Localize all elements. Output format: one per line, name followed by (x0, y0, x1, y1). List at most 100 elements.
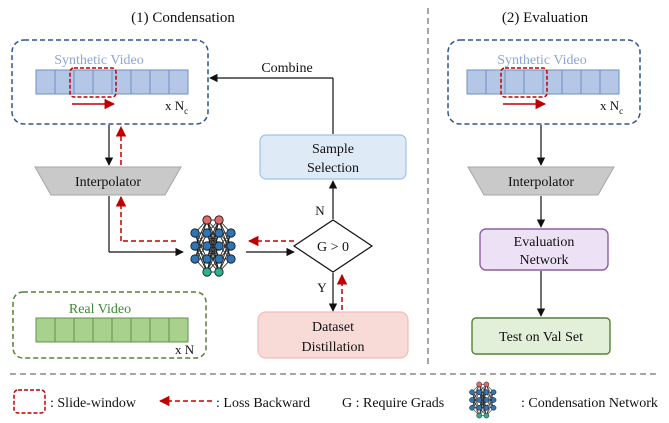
network-edge (206, 219, 220, 247)
network-node (469, 405, 475, 411)
eval-synthetic-multiplier: x Nc (600, 98, 623, 116)
real-frames (35, 317, 189, 343)
network-node (202, 241, 212, 251)
network-node (190, 241, 200, 251)
network-node (483, 381, 490, 388)
video-frame (485, 69, 506, 95)
network-edge (194, 232, 208, 260)
sample-selection-box: Sample Selection (259, 134, 407, 180)
network-node (476, 405, 482, 411)
video-frame (561, 69, 582, 95)
evaluation-network-line2: Network (520, 253, 569, 268)
network-node (202, 228, 212, 238)
real-video-box: Real Video x N (12, 291, 207, 359)
video-frame (92, 317, 113, 343)
network-edge (218, 232, 232, 273)
video-frame (580, 69, 601, 95)
network-node (483, 389, 490, 395)
network-node (214, 254, 224, 264)
network-edge (486, 399, 494, 416)
legend-loss-backward: : Loss Backward (216, 396, 310, 411)
video-frame (149, 69, 170, 95)
network-edge (218, 232, 232, 260)
sample-selection-line1: Sample (312, 142, 354, 157)
evaluation-title: (2) Evaluation (502, 10, 589, 26)
network-edge (478, 392, 487, 416)
network-edge (206, 219, 220, 273)
interpolator-label: Interpolator (75, 175, 141, 190)
video-frame (73, 317, 94, 343)
network-node (226, 241, 236, 251)
video-frame (168, 317, 189, 343)
network-node (469, 397, 475, 403)
network-node (469, 389, 475, 395)
dataset-distillation-line2: Distillation (302, 340, 365, 355)
legend-network-icon (469, 381, 497, 419)
decision-diamond: G > 0 (292, 219, 374, 273)
legend: : Slide-window : Loss Backward G : Requi… (13, 381, 658, 419)
network-node (476, 397, 482, 403)
network-node (490, 405, 497, 411)
network-node (202, 215, 212, 225)
video-frame (523, 69, 544, 95)
network-node (190, 254, 200, 264)
network-node (214, 228, 224, 238)
network-edge (471, 392, 480, 408)
decision-no-label: N (315, 203, 325, 218)
synthetic-multiplier: x Nc (165, 98, 188, 116)
eval-interpolator-label: Interpolator (508, 175, 574, 190)
interpolator-block: Interpolator (34, 166, 182, 196)
network-node (214, 267, 224, 277)
evaluation-network-box: Evaluation Network (479, 228, 609, 271)
video-frame (54, 317, 75, 343)
network-node (490, 389, 497, 395)
decision-label: G > 0 (317, 240, 349, 255)
video-frame (504, 69, 525, 95)
video-frame (130, 69, 151, 95)
network-edge (486, 392, 494, 416)
synthetic-frames (35, 69, 189, 95)
video-frame (599, 69, 620, 95)
legend-condensation-network: : Condensation Network (521, 396, 658, 411)
dataset-distillation-line1: Dataset (312, 320, 354, 335)
condensation-network-icon (190, 215, 236, 277)
eval-synthetic-video-box: Synthetic Video x Nc (447, 39, 641, 125)
network-edge (478, 384, 487, 416)
legend-require-grads: G : Require Grads (342, 396, 444, 411)
synthetic-video-box: Synthetic Video x Nc (11, 39, 209, 125)
network-node (483, 412, 490, 419)
video-frame (35, 69, 56, 95)
network-node (490, 397, 497, 403)
network-node (476, 389, 482, 395)
video-frame (73, 69, 94, 95)
network-node (226, 254, 236, 264)
decision-yes-label: Y (317, 280, 327, 295)
evaluation-network-line1: Evaluation (514, 235, 575, 250)
legend-slide-window-icon (13, 389, 46, 414)
network-node (476, 381, 482, 388)
network-node (483, 405, 490, 411)
video-frame (35, 317, 56, 343)
network-node (202, 267, 212, 277)
network-edge (194, 219, 208, 260)
video-frame (168, 69, 189, 95)
network-node (214, 215, 224, 225)
network-edge (218, 245, 232, 273)
eval-synthetic-video-label: Synthetic Video (497, 53, 587, 68)
network-node (214, 241, 224, 251)
network-edge (471, 384, 480, 408)
test-val-box: Test on Val Set (471, 317, 611, 355)
eval-interpolator-block: Interpolator (467, 166, 615, 196)
video-frame (149, 317, 170, 343)
video-frame (542, 69, 563, 95)
network-edge (206, 219, 220, 260)
video-frame (130, 317, 151, 343)
network-node (190, 228, 200, 238)
video-frame (111, 69, 132, 95)
network-node (483, 397, 490, 403)
network-node (476, 412, 482, 419)
network-edge (194, 219, 208, 247)
video-frame (466, 69, 487, 95)
